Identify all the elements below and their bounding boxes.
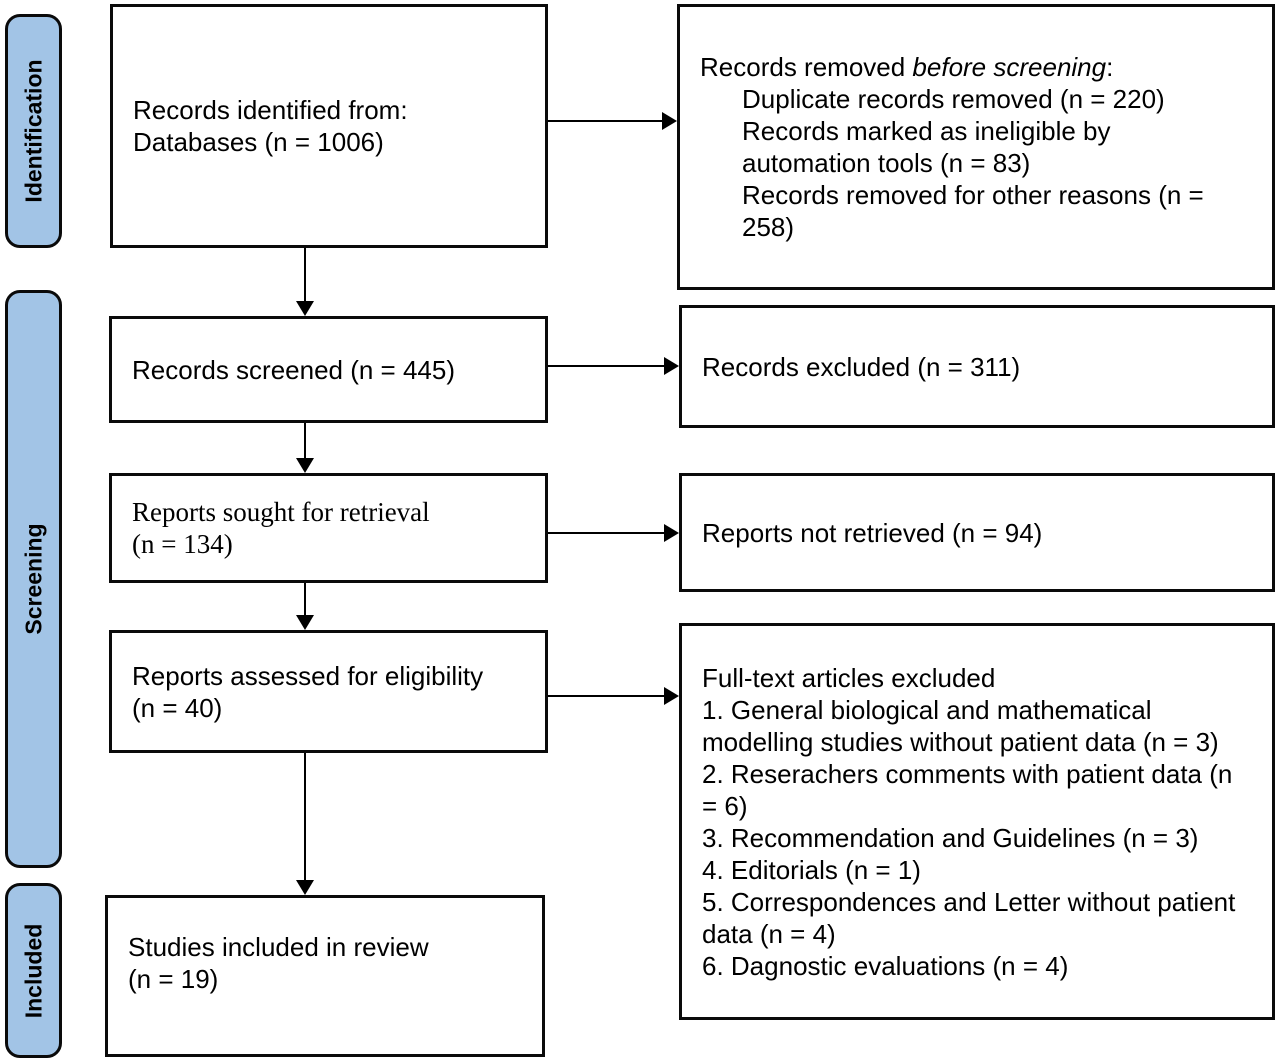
stage-label-screening: Screening	[20, 523, 47, 635]
records-removed-title-italic: before screening	[912, 52, 1107, 82]
box-records-identified: Records identified from: Databases (n = …	[110, 4, 548, 248]
stage-tab-screening: Screening	[5, 290, 62, 868]
arrow-identified-to-removed	[548, 112, 677, 130]
box-line: Reports not retrieved (n = 94)	[702, 517, 1043, 548]
box-records-removed: Records removed before screening: Duplic…	[677, 4, 1275, 290]
arrow-sought-to-assessed	[296, 583, 314, 630]
box-line: Records screened (n = 445)	[132, 354, 456, 385]
stage-tab-included: Included	[5, 883, 62, 1058]
excluded-reason-item: 6. Dagnostic evaluations (n = 4)	[702, 950, 1069, 981]
arrow-screened-to-sought	[296, 423, 314, 473]
box-line: (n = 134)	[132, 529, 233, 559]
arrow-sought-to-not-retrieved	[548, 524, 679, 542]
records-removed-title-prefix: Records removed	[700, 52, 913, 82]
records-removed-title-suffix: :	[1106, 52, 1114, 82]
box-line: Records identified from:	[133, 95, 408, 125]
stage-tab-identification: Identification	[5, 14, 62, 248]
box-line: (n = 40)	[132, 692, 223, 723]
stage-label-identification: Identification	[20, 59, 47, 203]
box-line: Reports assessed for eligibility	[132, 660, 484, 691]
stage-label-included: Included	[20, 923, 47, 1018]
box-records-excluded: Records excluded (n = 311)	[679, 305, 1275, 428]
fulltext-excluded-title: Full-text articles excluded	[702, 662, 996, 693]
removed-reason-item: Records removed for other reasons (n = 2…	[742, 180, 1204, 242]
excluded-reason-item: 5. Correspondences and Letter without pa…	[702, 886, 1236, 949]
arrow-screened-to-excluded	[548, 357, 679, 375]
box-line: Studies included in review	[128, 932, 429, 962]
box-line: Reports sought for retrieval	[132, 497, 430, 527]
box-line: (n = 19)	[128, 964, 219, 994]
arrow-assessed-to-fulltext-excluded	[548, 687, 679, 705]
box-reports-not-retrieved: Reports not retrieved (n = 94)	[679, 473, 1275, 592]
excluded-reason-item: 1. General biological and mathematical m…	[702, 694, 1219, 757]
box-reports-sought: Reports sought for retrieval (n = 134)	[109, 473, 548, 583]
box-records-screened: Records screened (n = 445)	[109, 316, 548, 423]
box-line: Records excluded (n = 311)	[702, 351, 1021, 382]
excluded-reason-item: 2. Reserachers comments with patient dat…	[702, 758, 1233, 821]
box-line: Databases (n = 1006)	[133, 127, 384, 157]
arrow-identified-to-screened	[296, 248, 314, 316]
excluded-reason-item: 4. Editorials (n = 1)	[702, 854, 921, 885]
box-reports-assessed: Reports assessed for eligibility (n = 40…	[109, 630, 548, 753]
removed-reason-item: Duplicate records removed (n = 220)	[742, 84, 1165, 114]
removed-reason-item: Records marked as ineligible by automati…	[742, 116, 1111, 178]
arrow-assessed-to-included	[296, 753, 314, 895]
box-studies-included: Studies included in review (n = 19)	[105, 895, 545, 1057]
box-line: Records removed before screening:	[700, 51, 1244, 83]
box-fulltext-excluded: Full-text articles excluded 1. General b…	[679, 623, 1275, 1020]
excluded-reason-item: 3. Recommendation and Guidelines (n = 3)	[702, 822, 1199, 853]
